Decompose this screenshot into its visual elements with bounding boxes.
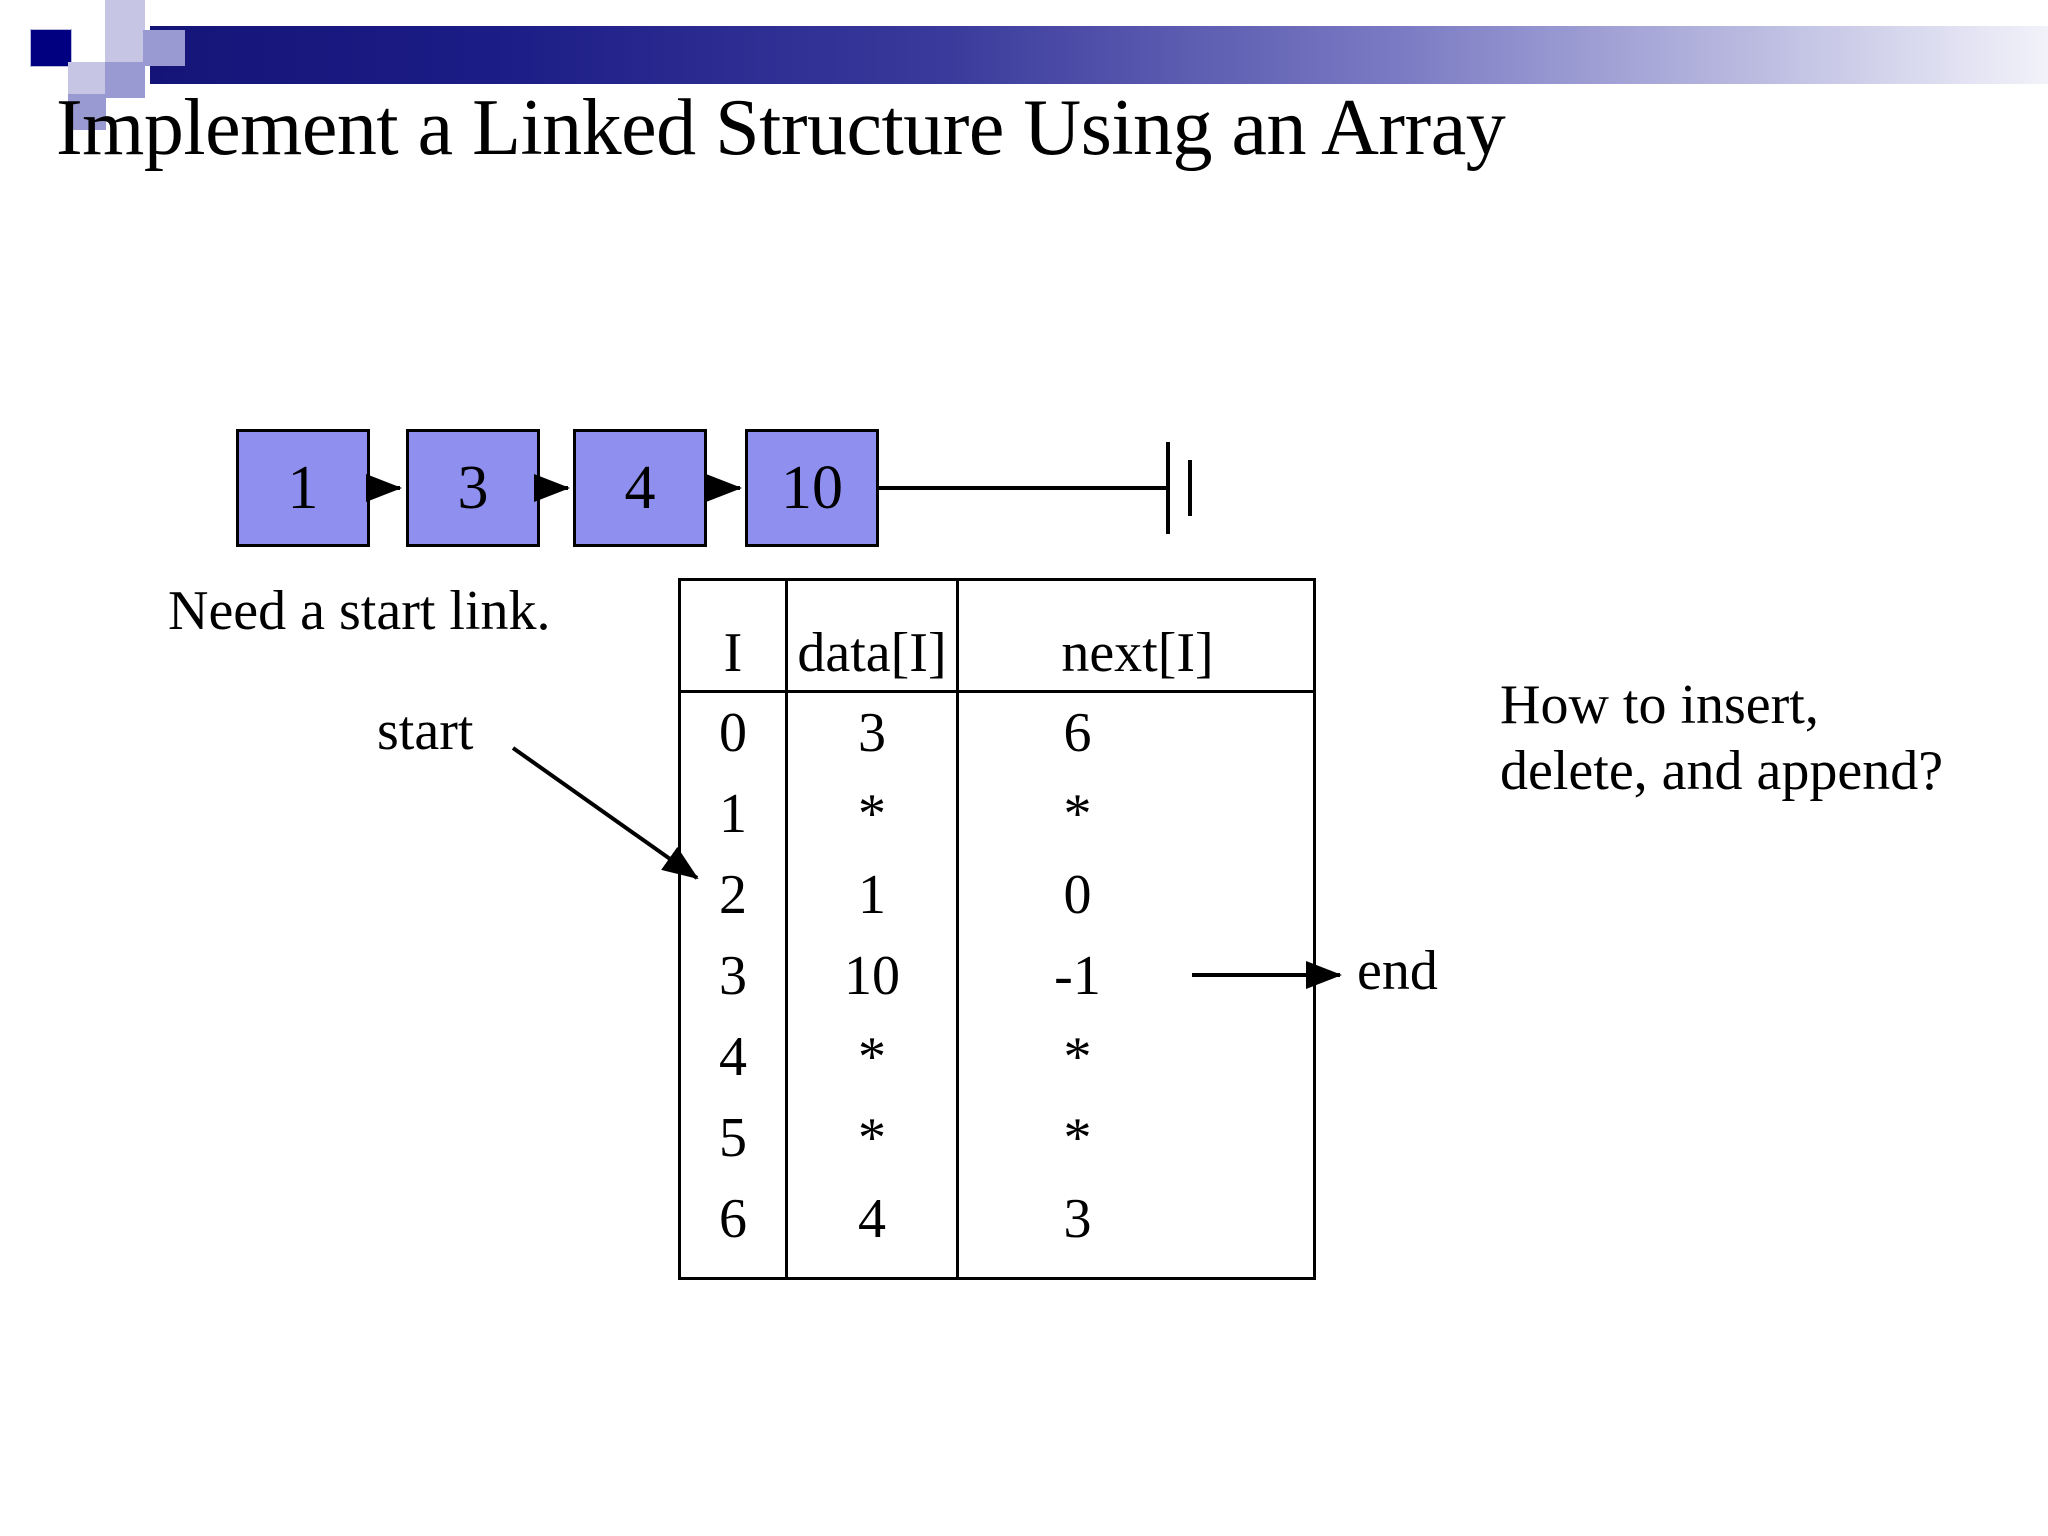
table-cell-next: * — [1063, 783, 1092, 845]
header-square-light-2 — [105, 30, 145, 66]
table-column-divider-2 — [956, 581, 959, 1277]
table-cell-data: 1 — [858, 864, 886, 926]
table-cell-data: 3 — [858, 702, 886, 764]
table-cell-data: 10 — [844, 945, 900, 1007]
header-decoration — [0, 0, 2048, 130]
list-node-3: 10 — [745, 429, 879, 547]
list-node-value: 10 — [781, 454, 843, 522]
start-pointer-arrow — [511, 746, 699, 880]
table-cell-index: 2 — [719, 864, 747, 926]
list-node-value: 4 — [624, 454, 656, 522]
list-terminator-ground-icon — [879, 442, 1192, 534]
list-node-0: 1 — [236, 429, 370, 547]
table-row: 1 * * — [681, 774, 1313, 855]
table-row: 5 * * — [681, 1098, 1313, 1179]
header-square-mid-1 — [143, 30, 185, 66]
page-title: Implement a Linked Structure Using an Ar… — [56, 84, 1506, 172]
table-cell-next: 3 — [1063, 1188, 1092, 1250]
table-cell-data: * — [858, 783, 886, 845]
need-start-link-label: Need a start link. — [168, 580, 551, 642]
table-cell-next: 0 — [1063, 864, 1092, 926]
table-cell-next: * — [1063, 1026, 1092, 1088]
start-label: start — [377, 700, 474, 762]
table-cell-index: 4 — [719, 1026, 747, 1088]
end-label: end — [1357, 940, 1438, 1002]
table-cell-index: 6 — [719, 1188, 747, 1250]
table-cell-index: 0 — [719, 702, 747, 764]
header-square-light-3 — [68, 62, 106, 98]
table-cell-data: 4 — [858, 1188, 886, 1250]
table-row: 6 4 3 — [681, 1179, 1313, 1260]
table-header-next: next[I] — [1061, 622, 1214, 684]
list-node-value: 3 — [457, 454, 489, 522]
table-row: 4 * * — [681, 1017, 1313, 1098]
table-cell-index: 5 — [719, 1107, 747, 1169]
table-row: 0 3 6 — [681, 693, 1313, 774]
table-header-i: I — [723, 622, 743, 684]
table-cell-next: 6 — [1063, 702, 1092, 764]
table-cell-index: 1 — [719, 783, 747, 845]
table-cell-index: 3 — [719, 945, 747, 1007]
question-text: How to insert, delete, and append? — [1500, 674, 1944, 803]
table-cell-next: * — [1063, 1107, 1092, 1169]
list-node-2: 4 — [573, 429, 707, 547]
list-node-1: 3 — [406, 429, 540, 547]
table-row: 3 10 -1 — [681, 936, 1313, 1017]
table-cell-data: * — [858, 1026, 886, 1088]
table-column-divider-1 — [785, 581, 788, 1277]
header-square-mid-3 — [68, 94, 106, 130]
table-row: 2 1 0 — [681, 855, 1313, 936]
table-cell-next: -1 — [1054, 945, 1101, 1007]
table-header-row: I data[I] next[I] — [681, 581, 1313, 690]
table-cell-data: * — [858, 1107, 886, 1169]
array-table: I data[I] next[I] 0 3 6 1 * * 2 1 0 3 10… — [678, 578, 1316, 1280]
table-header-divider — [681, 690, 1313, 693]
header-gradient-bar — [150, 26, 2048, 84]
table-body: 0 3 6 1 * * 2 1 0 3 10 -1 4 * * 5 * * — [681, 693, 1313, 1260]
header-square-navy — [30, 29, 72, 67]
list-node-value: 1 — [287, 454, 319, 522]
header-square-mid-2 — [105, 62, 145, 98]
table-header-data: data[I] — [797, 622, 947, 684]
